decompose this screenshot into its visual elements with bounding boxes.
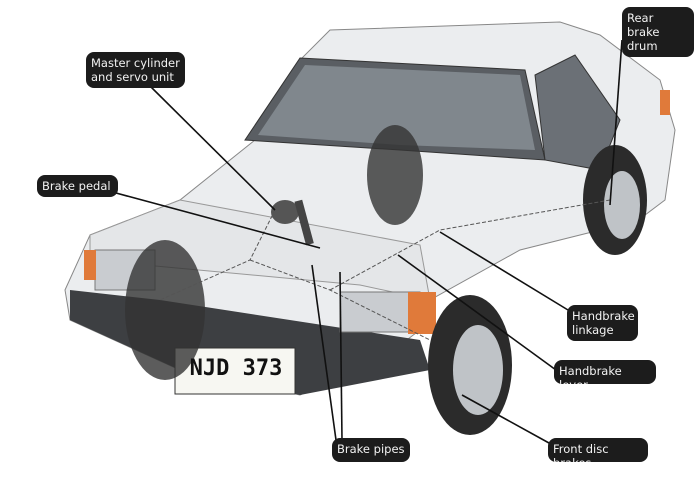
label-handbrake-linkage: Handbrake linkage [567, 305, 638, 341]
leader-lines [115, 39, 623, 444]
number-plate-text: NJD 373 [189, 356, 283, 381]
servo-unit [271, 199, 314, 246]
label-handbrake-lever: Handbrake lever [554, 360, 656, 384]
wheels [125, 125, 647, 435]
label-master-cylinder: Master cylinder and servo unit [86, 52, 185, 88]
brake-pipes-drawing [159, 199, 611, 341]
label-brake-pedal: Brake pedal [37, 175, 118, 197]
label-brake-pipes: Brake pipes [332, 438, 410, 462]
label-rear-brake-drum: Rear brake drum [622, 7, 694, 57]
label-front-disc-brakes: Front disc brakes [548, 438, 648, 462]
